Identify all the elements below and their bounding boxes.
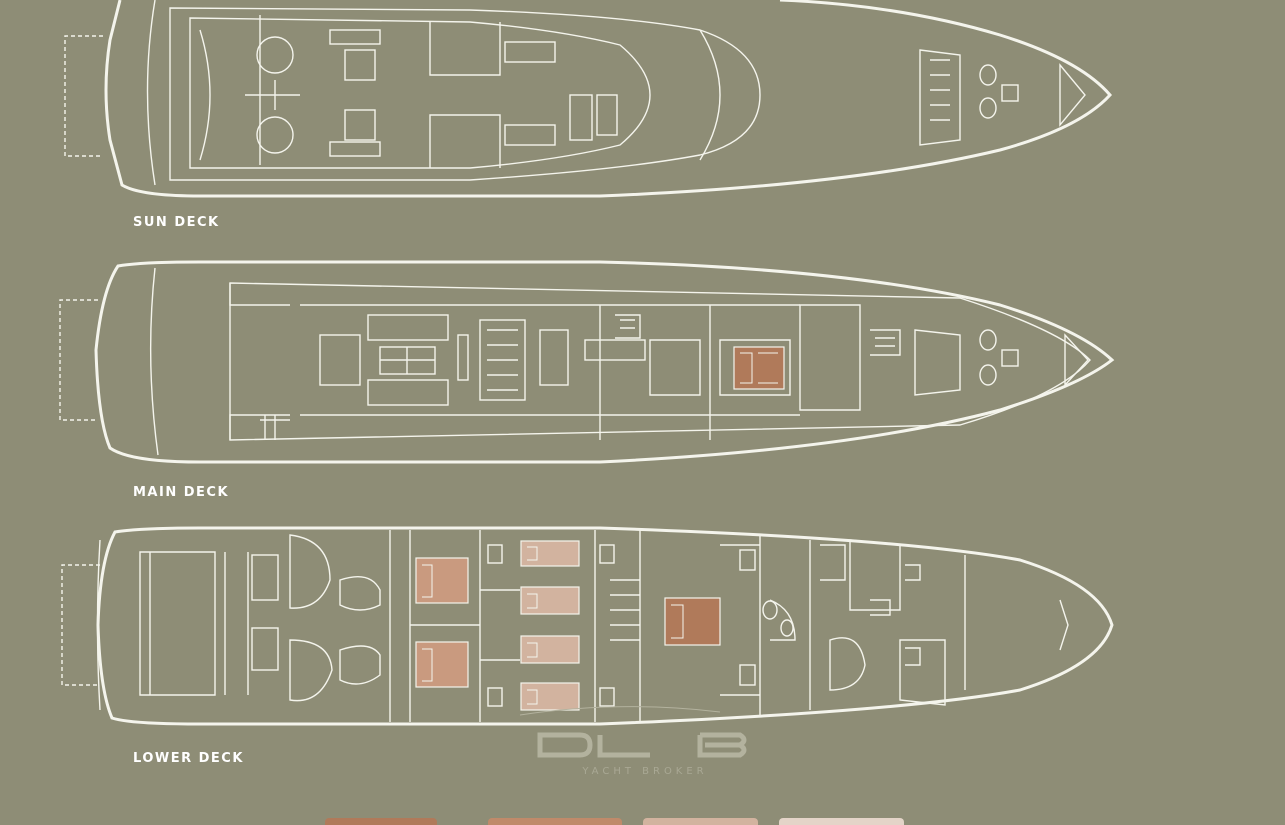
lower-deck-hull [96,526,1114,726]
sun-deck-hull [104,0,1113,198]
sun-deck-label: SUN DECK [133,215,220,230]
sun-deck-plan [64,0,1113,198]
lower-deck-plan [61,526,1114,726]
main-deck-cabin-highlight [733,346,785,390]
color-legend [325,818,904,825]
main-deck-label: MAIN DECK [133,485,230,500]
main-deck-plan [59,260,1115,464]
dlb-logo [519,706,747,758]
main-deck-hull [94,260,1115,464]
lower-deck-label: LOWER DECK [133,751,244,766]
lower-deck-cabins [415,540,721,711]
brand-tagline: YACHT BROKER [582,766,708,777]
